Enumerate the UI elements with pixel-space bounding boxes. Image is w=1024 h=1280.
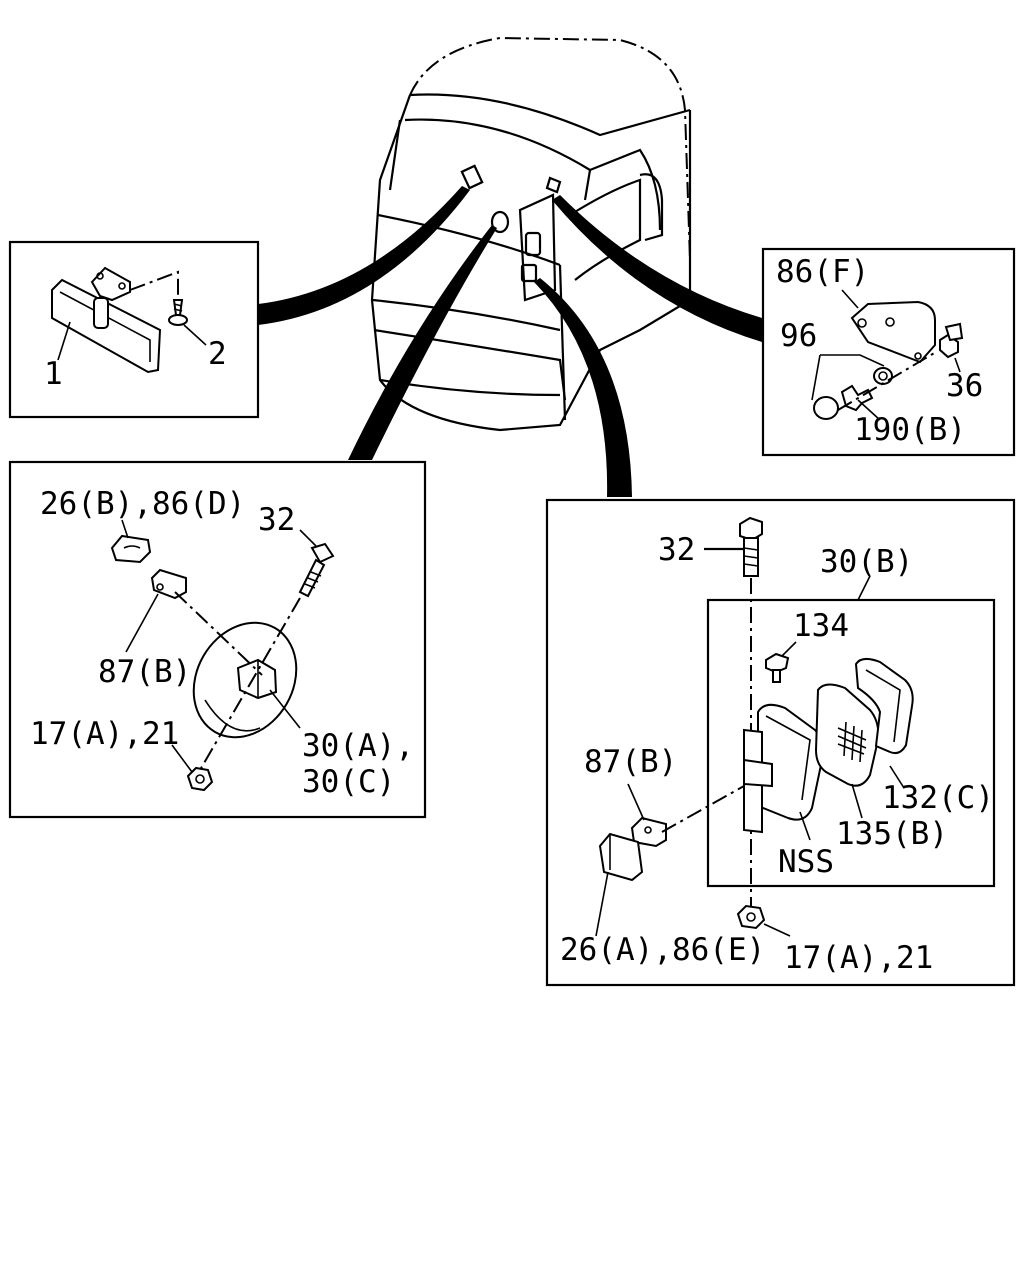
leader-nut-left bbox=[171, 744, 193, 773]
truck-cab-drawing bbox=[370, 36, 692, 432]
leader-wedge-right-mirror bbox=[534, 278, 632, 497]
nut-left-part bbox=[186, 766, 214, 792]
leader-wedge-inner-mirror bbox=[258, 186, 470, 325]
label-nss: NSS bbox=[778, 844, 834, 880]
mirror-b-body-part bbox=[743, 703, 824, 834]
right-mirror-horizontal-dash bbox=[661, 785, 745, 833]
label-bolt-set: 96 bbox=[780, 318, 817, 354]
label-glass-135b: 135(B) bbox=[836, 816, 948, 852]
label-bracket-87b-right: 87(B) bbox=[584, 744, 677, 780]
label-clip-b: 26(B),86(D) bbox=[40, 486, 245, 522]
inner-mirror-box bbox=[8, 240, 260, 419]
nut-36-part bbox=[939, 322, 964, 359]
label-bolt-32-right: 32 bbox=[658, 532, 695, 568]
bolt-32-right-part bbox=[739, 516, 763, 577]
bolt-32-left-part bbox=[298, 542, 335, 598]
frame-132c-part bbox=[854, 658, 914, 755]
screw-134-part bbox=[765, 652, 790, 683]
label-nut-right: 17(A),21 bbox=[784, 940, 933, 976]
label-nut-36: 36 bbox=[946, 368, 983, 404]
mirror-a-c-part bbox=[192, 621, 298, 739]
nut-right-part bbox=[736, 904, 766, 930]
leader-bolt-190b bbox=[857, 399, 881, 421]
label-bolt-32-left: 32 bbox=[258, 502, 295, 538]
bracket-f-box bbox=[761, 247, 1016, 457]
leader-bracket-f bbox=[841, 289, 859, 309]
leader-glass-135b bbox=[851, 783, 863, 819]
side-mirror-a-c-box bbox=[8, 460, 427, 819]
label-mirror-b: 30(B) bbox=[820, 544, 913, 580]
leader-wedge-left-mirror bbox=[348, 225, 497, 460]
leader-screw-2 bbox=[183, 324, 207, 346]
clip-a-part bbox=[598, 832, 644, 882]
leader-nut-36 bbox=[954, 357, 961, 373]
inner-mirror-dash-line bbox=[129, 270, 179, 298]
leader-frame-132c bbox=[889, 765, 905, 789]
clip-b-part bbox=[110, 534, 152, 564]
label-screw: 2 bbox=[208, 336, 227, 372]
glass-135b-part bbox=[814, 683, 880, 787]
left-mirror-dash-line-b bbox=[199, 597, 301, 771]
inner-mirror-part bbox=[51, 266, 162, 374]
label-bracket-87b-left: 87(B) bbox=[98, 654, 191, 690]
side-mirror-b-box bbox=[545, 498, 1016, 987]
bracket-f-dash-line bbox=[837, 351, 937, 411]
screw-2-part bbox=[168, 299, 188, 326]
leader-mirror-a-c bbox=[269, 689, 301, 729]
leader-bolt-set bbox=[811, 354, 885, 401]
leader-clip-b bbox=[121, 519, 129, 539]
leader-mirror-b bbox=[857, 575, 871, 601]
leader-bolt-32-left bbox=[299, 529, 317, 547]
label-frame-132c: 132(C) bbox=[882, 780, 994, 816]
mirror-b-sub-box bbox=[706, 598, 996, 888]
leader-mirror-1 bbox=[57, 321, 71, 361]
leader-screw-134 bbox=[781, 641, 797, 657]
leader-wedge-right-bracket bbox=[552, 195, 762, 342]
leader-clip-a bbox=[595, 871, 609, 937]
label-bolt-190b: 190(B) bbox=[854, 412, 966, 448]
bracket-87b-left-part bbox=[150, 568, 187, 600]
label-bracket-f: 86(F) bbox=[776, 254, 869, 290]
bracket-f-part bbox=[850, 300, 936, 364]
label-mirror-a-c-line2: 30(C) bbox=[302, 764, 395, 800]
leader-nut-right bbox=[763, 923, 791, 937]
leader-nss bbox=[799, 811, 811, 841]
label-clip-a: 26(A),86(E) bbox=[560, 932, 765, 968]
label-mirror-a-c-line1: 30(A), bbox=[302, 728, 414, 764]
left-mirror-dash-line-a bbox=[174, 591, 263, 676]
leader-bracket-87b-right bbox=[627, 783, 645, 821]
label-mirror-inner: 1 bbox=[44, 356, 63, 392]
leader-bracket-87b-left bbox=[125, 593, 159, 653]
label-nut-left: 17(A),21 bbox=[30, 716, 179, 752]
label-screw-134: 134 bbox=[793, 608, 849, 644]
